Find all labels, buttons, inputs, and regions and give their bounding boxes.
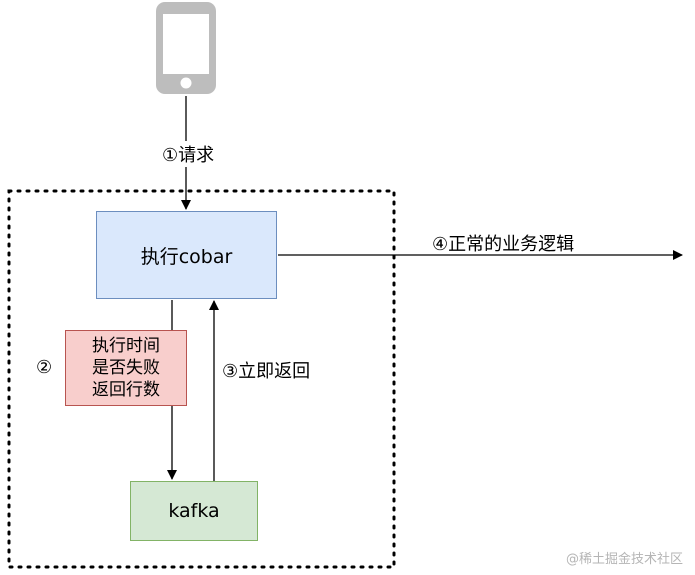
note-line-3: 返回行数 <box>92 380 160 400</box>
kafka-node: kafka <box>130 481 258 541</box>
system-boundary <box>7 189 396 569</box>
note-line-1: 执行时间 <box>92 336 160 356</box>
cobar-node-label: 执行cobar <box>140 245 233 268</box>
return-label: ③立即返回 <box>222 357 311 383</box>
watermark: @稀土掘金技术社区 <box>565 552 683 567</box>
note-line-2: 是否失败 <box>92 358 160 378</box>
kafka-node-label: kafka <box>168 500 220 522</box>
business-logic-label: ④正常的业务逻辑 <box>432 234 575 255</box>
metrics-note: 执行时间 是否失败 返回行数 <box>65 330 187 406</box>
cobar-node: 执行cobar <box>96 211 277 299</box>
request-label: ①请求 <box>162 141 215 167</box>
phone-icon <box>156 2 216 94</box>
step2-label: ② <box>36 357 53 378</box>
